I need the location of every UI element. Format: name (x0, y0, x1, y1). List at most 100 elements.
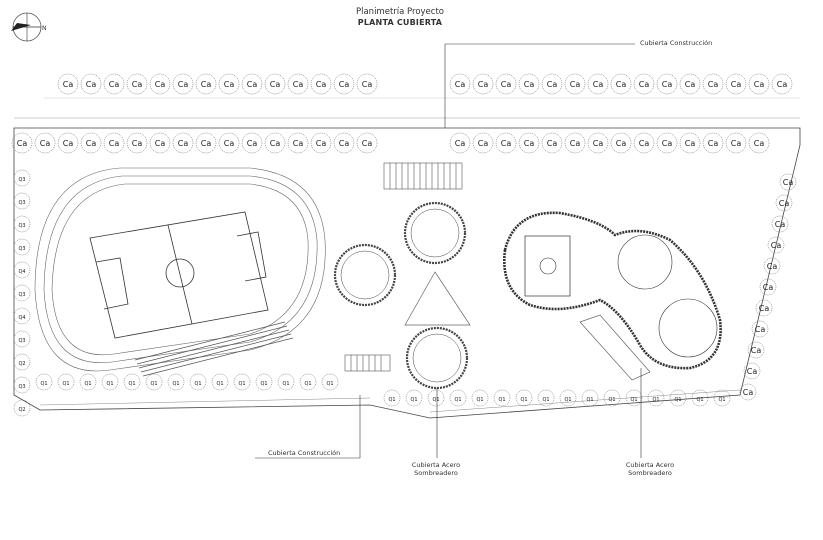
tree-symbol (287, 132, 309, 154)
callout-steel-shade-center: Cubierta Acero Sombreadero (400, 461, 472, 477)
tree-code-label: Q1 (62, 381, 69, 387)
tree-symbol (57, 132, 79, 154)
tree-code-label: Q1 (106, 381, 113, 387)
tree-code-label: Ca (293, 80, 304, 89)
tree-symbol (57, 73, 79, 95)
tree-symbol (625, 389, 643, 407)
tree-symbol (310, 132, 332, 154)
tree-code-label: Q1 (282, 381, 289, 387)
tree-code-label: Q1 (388, 397, 395, 403)
tree-code-label: Q1 (172, 381, 179, 387)
tree-code-label: Ca (455, 80, 466, 89)
tree-symbol (449, 389, 467, 407)
tree-code-label: Q3 (18, 338, 25, 344)
tree-symbol (537, 389, 555, 407)
tree-symbol (771, 73, 793, 95)
tree-code-label: Ca (362, 139, 373, 148)
tree-symbol (739, 383, 757, 401)
tree-code-label: Q1 (84, 381, 91, 387)
tree-symbol (11, 132, 33, 154)
tree-code-label: Q1 (608, 397, 615, 403)
tree-code-label: Q4 (18, 315, 25, 321)
tree-code-label: Q1 (194, 381, 201, 387)
tree-code-label: Ca (616, 139, 627, 148)
tree-code-label: Ca (316, 80, 327, 89)
tree-code-label: Q1 (542, 397, 549, 403)
tree-code-label: Ca (40, 139, 51, 148)
tree-symbol (775, 194, 793, 212)
tree-code-label: Ca (17, 139, 28, 148)
construction-roof-top (383, 162, 463, 190)
tree-code-label: Q3 (18, 177, 25, 183)
page-subtitle: PLANTA CUBIERTA (357, 18, 443, 27)
tree-code-label: Q3 (18, 246, 25, 252)
tree-symbol (149, 73, 171, 95)
tree-code-label: Ca (270, 80, 281, 89)
tree-code-label: Ca (731, 80, 742, 89)
tree-symbol (603, 389, 621, 407)
tree-symbol (13, 215, 31, 233)
tree-symbol (725, 73, 747, 95)
tree-symbol (35, 373, 53, 391)
tree-code-label: Ca (86, 139, 97, 148)
tree-symbol (80, 132, 102, 154)
tree-symbol (702, 73, 724, 95)
tree-code-label: Ca (201, 139, 212, 148)
tree-symbol (669, 389, 687, 407)
tree-code-label: Q1 (586, 397, 593, 403)
tree-symbol (767, 236, 785, 254)
tree-code-label: Ca (293, 139, 304, 148)
tree-symbol (564, 73, 586, 95)
tree-code-label: Q1 (260, 381, 267, 387)
tree-symbol (743, 362, 761, 380)
tree-code-label: Ca (708, 80, 719, 89)
tree-code-label: Ca (593, 80, 604, 89)
tree-symbol (126, 73, 148, 95)
tree-symbol (748, 73, 770, 95)
tree-code-label: Q1 (696, 397, 703, 403)
tree-code-label: Ca (86, 80, 97, 89)
tree-code-label: Ca (109, 80, 120, 89)
tree-code-label: Q1 (304, 381, 311, 387)
tree-code-label: Ca (639, 80, 650, 89)
callout-steel-shade-right: Cubierta Acero Sombreadero (614, 461, 686, 477)
tree-code-label: Q1 (630, 397, 637, 403)
tree-code-label: Ca (362, 80, 373, 89)
tree-code-label: Ca (639, 139, 650, 148)
tree-code-label: Ca (224, 139, 235, 148)
tree-symbol (13, 399, 31, 417)
central-plaza-triangle (404, 271, 471, 326)
tree-code-label: Ca (754, 80, 765, 89)
callout-right-line1: Cubierta Acero (625, 461, 675, 469)
tree-symbol (255, 373, 273, 391)
tree-symbol (126, 132, 148, 154)
tree-code-label: Ca (178, 80, 189, 89)
page-title: Planimetría Proyecto (355, 7, 444, 17)
tree-code-label: Ca (775, 220, 786, 229)
tree-symbol (587, 132, 609, 154)
tree-symbol (299, 373, 317, 391)
tree-symbol (13, 169, 31, 187)
tree-symbol (195, 73, 217, 95)
tree-code-label: Q2 (18, 361, 25, 367)
tree-code-label: Q1 (128, 381, 135, 387)
tree-symbol (241, 73, 263, 95)
tree-symbol (356, 132, 378, 154)
tree-code-label: Ca (501, 139, 512, 148)
tree-symbol (763, 257, 781, 275)
tree-symbol (80, 73, 102, 95)
tree-code-label: Q1 (238, 381, 245, 387)
tree-symbol (751, 320, 769, 338)
tree-symbol (79, 373, 97, 391)
tree-symbol (356, 73, 378, 95)
tree-symbol (13, 376, 31, 394)
tree-code-label: Ca (224, 80, 235, 89)
tree-code-label: Ca (662, 80, 673, 89)
tree-code-label: Q3 (18, 292, 25, 298)
tree-symbol (759, 278, 777, 296)
callout-center-line1: Cubierta Acero (411, 461, 461, 469)
bleachers (134, 321, 294, 377)
tree-symbol (241, 132, 263, 154)
